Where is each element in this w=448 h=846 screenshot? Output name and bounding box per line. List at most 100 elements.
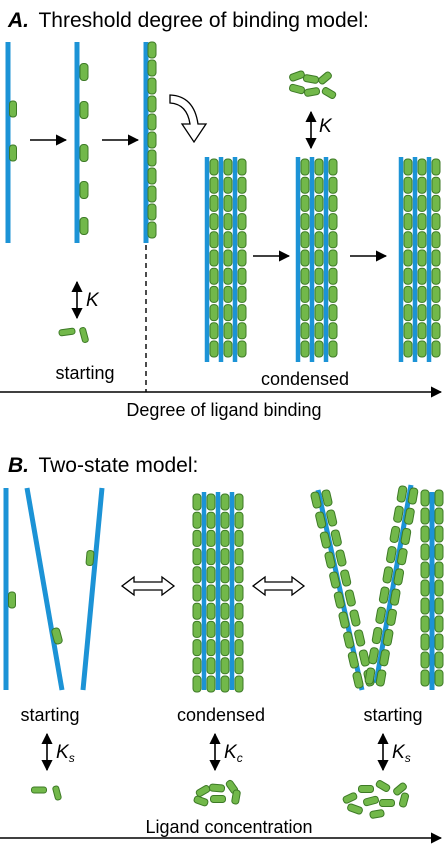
x-axis-label-a: Degree of ligand binding [126,400,321,420]
ligand [209,158,219,176]
ligand [237,322,247,340]
ligand [434,669,444,687]
ligand [403,322,413,340]
ligand [220,584,230,602]
ligand [310,491,322,509]
starting-dna-left [3,487,105,691]
ligand [52,785,62,801]
ligand [389,525,401,543]
ligand [328,158,338,176]
ligand [237,158,247,176]
ligand [220,675,230,693]
ligand [314,340,324,358]
ligand [431,249,441,267]
ligand [79,101,89,119]
panel-b-title: Two-state model: [38,454,198,477]
dna-strand [80,487,105,691]
ligand [434,489,444,507]
ligand [382,629,394,647]
ligand [147,203,157,221]
ligand [403,249,413,267]
ligand [206,548,216,566]
stage-2-dna [74,42,89,243]
ligand [326,509,338,527]
ligand [375,780,391,792]
dna-strand [24,487,65,691]
ligand [379,799,395,807]
ligand [431,285,441,303]
k-label-left: K [86,290,100,311]
kc-label: Kc [224,742,243,765]
ligand [420,633,430,651]
ligand [31,786,47,794]
ligand [431,231,441,249]
ligand [417,176,427,194]
ligand [289,83,305,95]
ligand [147,167,157,185]
panel-b-letter: B. [8,454,29,477]
ligand [147,77,157,95]
ligand [192,639,202,657]
ligand [223,158,233,176]
ligand [192,548,202,566]
ligand [434,543,444,561]
ligand [328,249,338,267]
ligand [354,629,366,647]
ligand [289,70,305,82]
ligand [397,548,408,566]
ligand [220,602,230,620]
ligand [209,176,219,194]
ligand [192,584,202,602]
ligand [147,95,157,113]
k-label-top: K [319,116,333,137]
ligand [343,631,355,649]
ligand [403,285,413,303]
ligand [314,322,324,340]
ligand [389,588,401,606]
ligand [431,176,441,194]
ligand [220,620,230,638]
ligand [223,340,233,358]
ligand [209,285,219,303]
ligand [375,606,386,624]
ligand [328,194,338,212]
x-axis-label-b: Ligand concentration [145,817,312,837]
ligand [192,675,202,693]
ligand [300,249,310,267]
ligand [223,322,233,340]
ligand [417,231,427,249]
ligand [342,792,358,804]
ligand [223,304,233,322]
ligand [328,340,338,358]
ligand [404,507,415,525]
ligand [79,327,89,343]
ligand [358,785,374,793]
ligand [400,527,412,545]
ligand [358,649,370,667]
ligand [314,194,324,212]
ligand [420,489,430,507]
ligand [209,267,219,285]
ligand [220,566,230,584]
ligand [147,59,157,77]
curved-transition-arrow [169,94,208,144]
ligand [210,795,226,803]
stage-3-dna [143,41,157,243]
ligand [407,487,419,505]
condensed-label-b: condensed [177,705,265,725]
ligand [192,493,202,511]
condensed-label: condensed [261,369,349,389]
condensed-bundle-3 [398,157,441,362]
ligand [237,340,247,358]
free-ligands-left [58,327,89,343]
ligand [237,194,247,212]
ligand [220,639,230,657]
ligand [335,549,347,567]
ligand [315,511,327,529]
ligand [234,602,244,620]
ligand [234,548,244,566]
ligand [234,675,244,693]
ligand [79,144,89,162]
ligand [220,657,230,675]
ligand [417,304,427,322]
